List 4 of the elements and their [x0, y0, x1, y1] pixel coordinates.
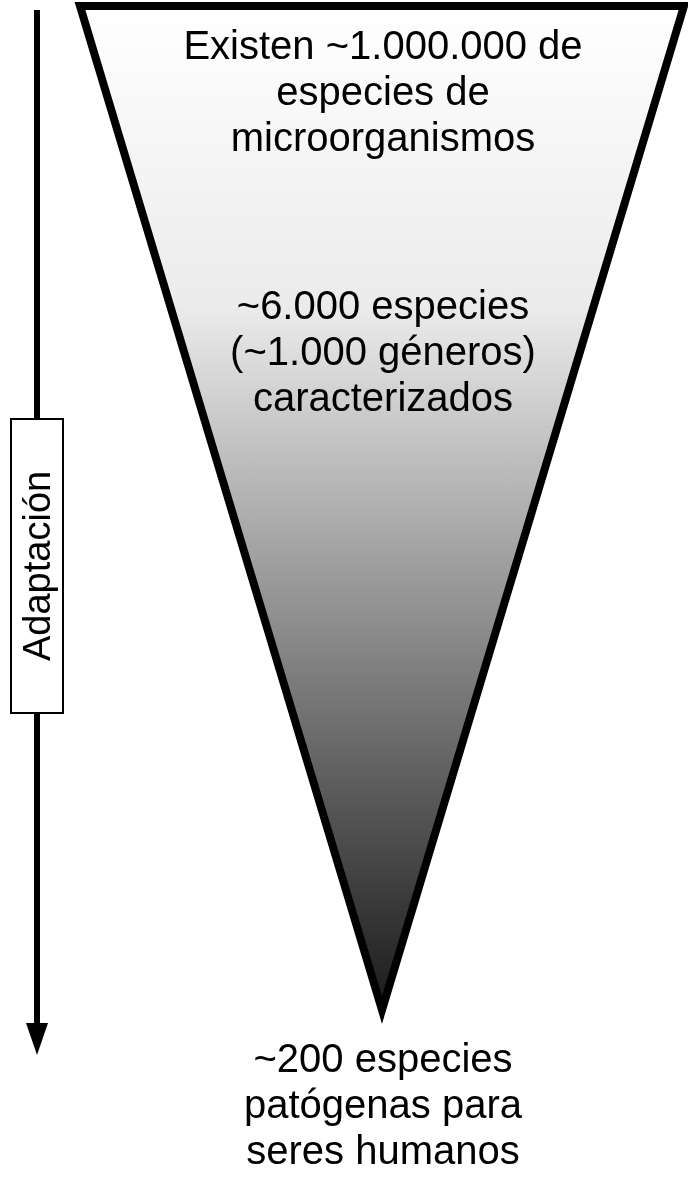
- middle-label: ~6.000 especies (~1.000 géneros) caracterizados: [229, 282, 537, 420]
- top-label: Existen ~1.000.000 de especies de microorganismos: [182, 22, 584, 160]
- axis-label-box: Adaptación: [10, 418, 64, 714]
- tip-label: ~200 especies patógenas para seres humanos: [243, 1035, 523, 1173]
